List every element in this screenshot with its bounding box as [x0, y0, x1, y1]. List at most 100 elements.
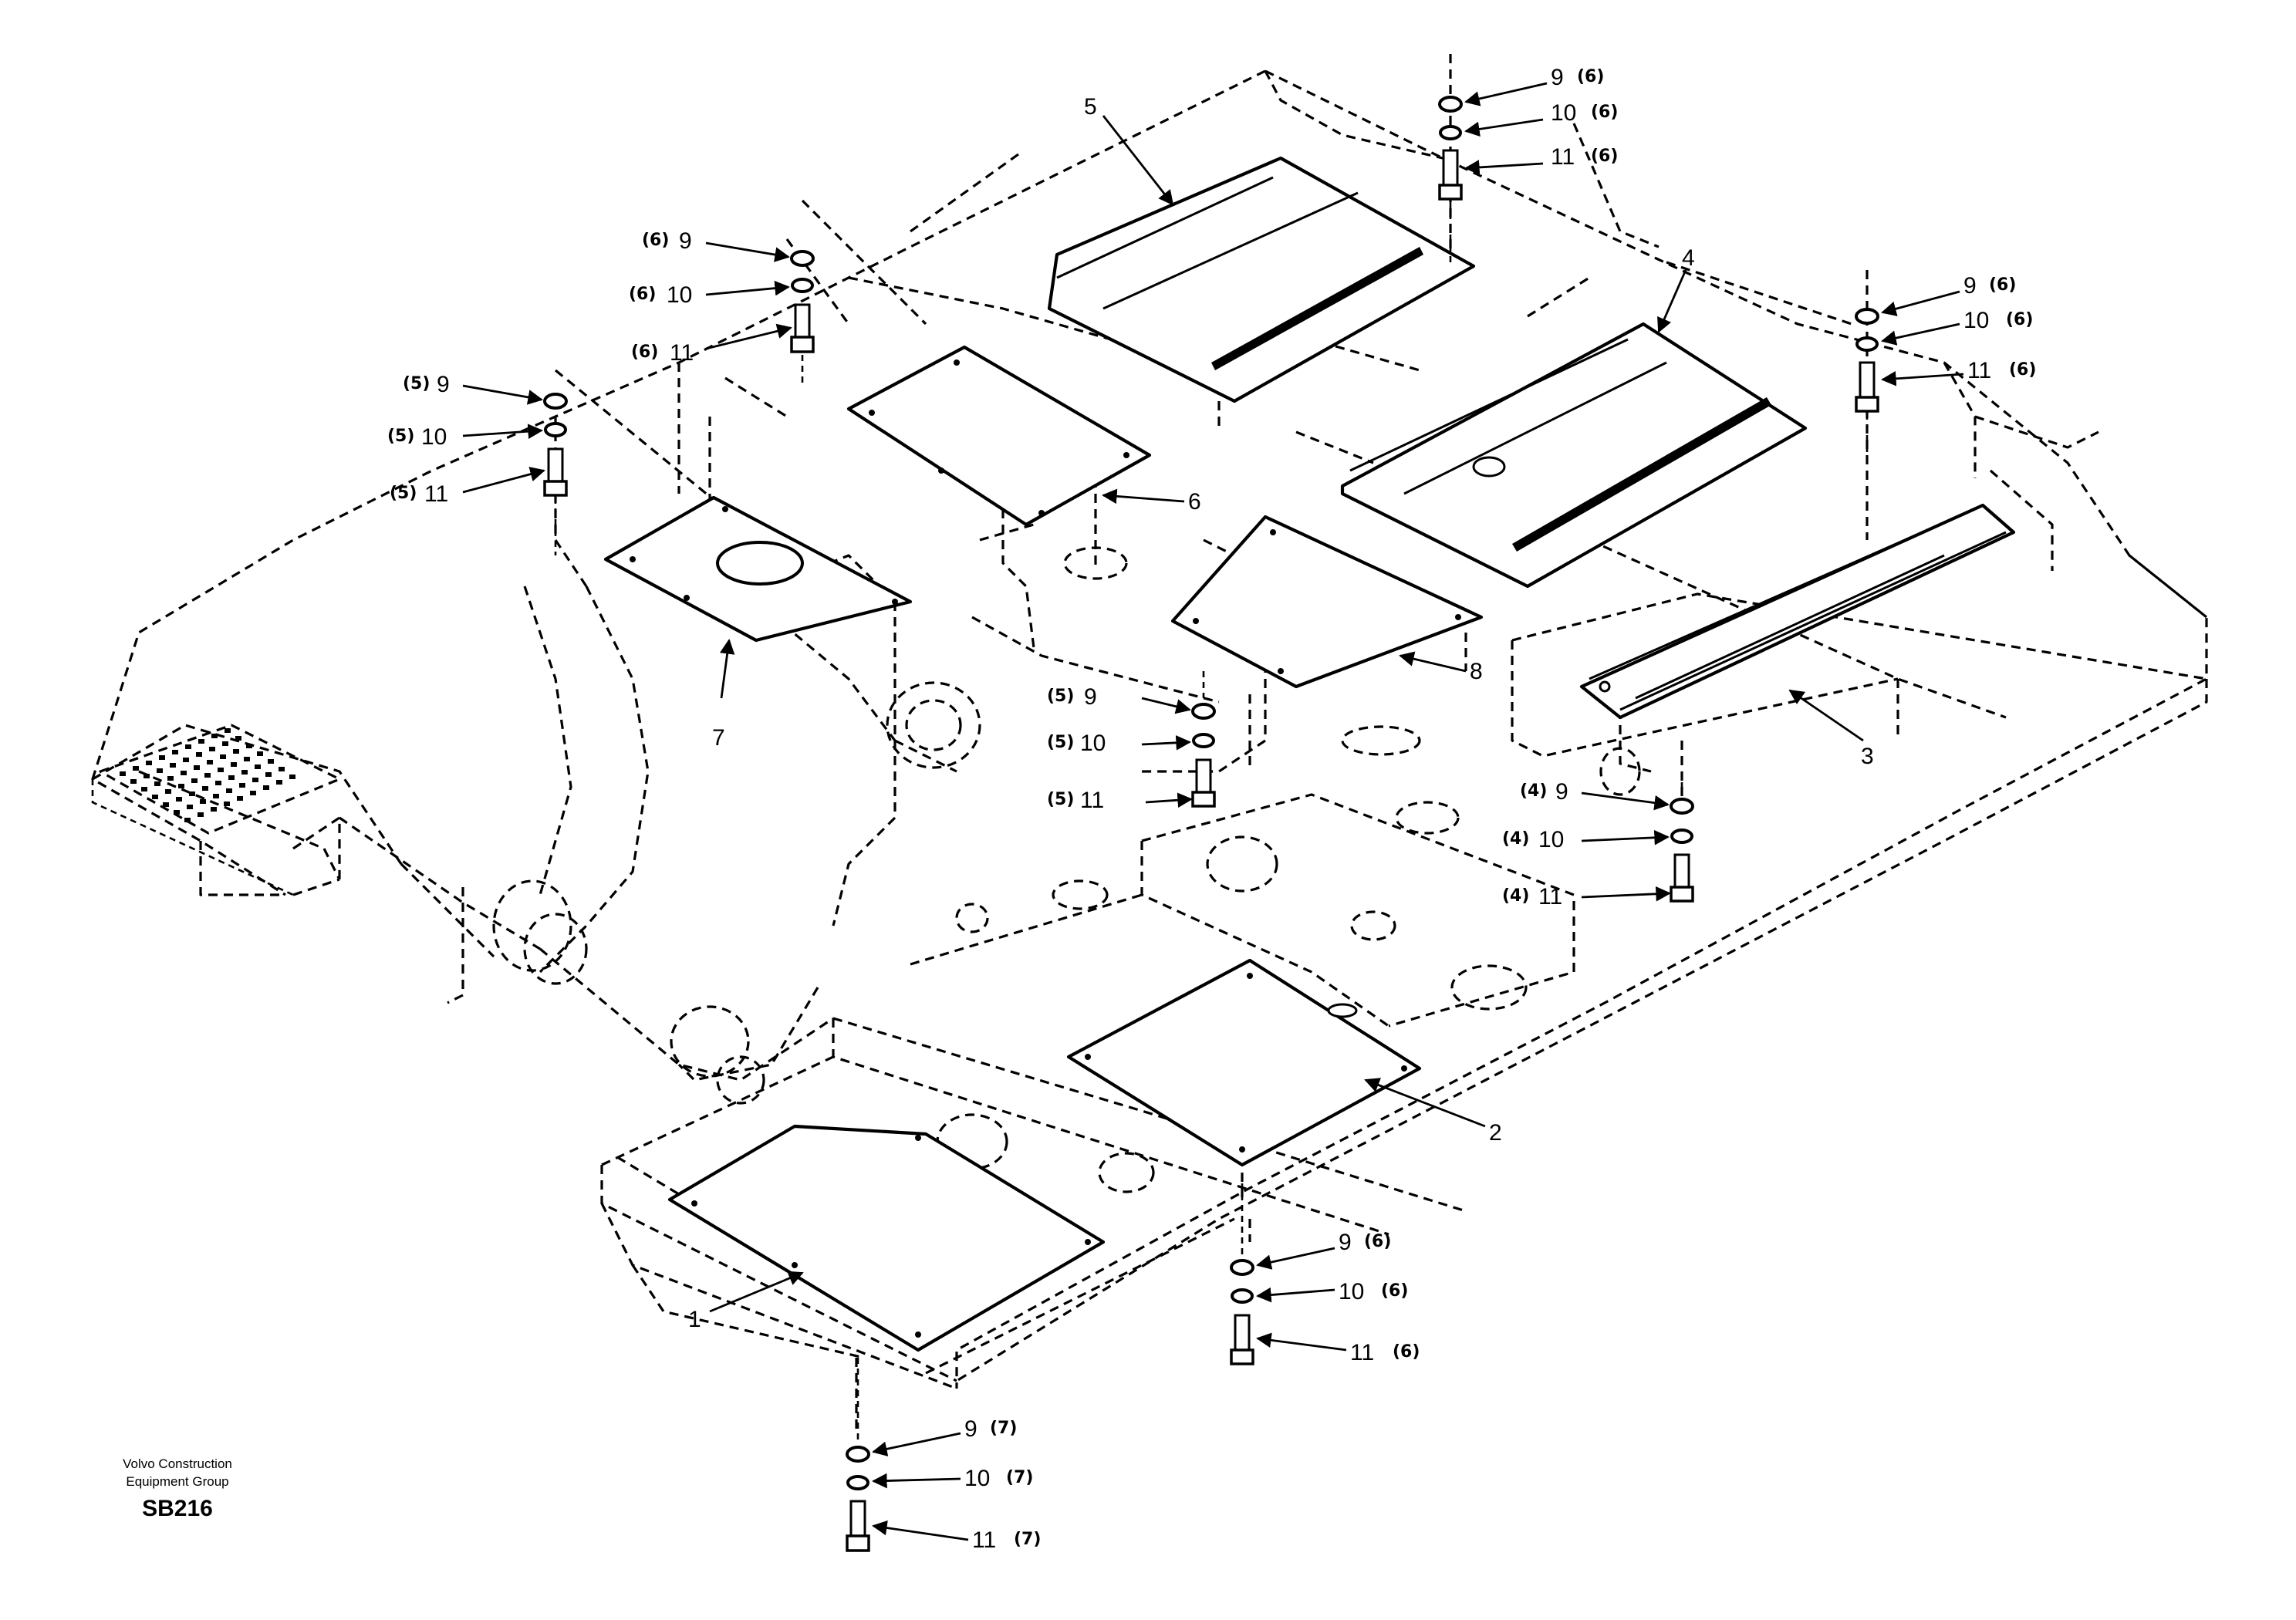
grating-dot — [198, 812, 204, 817]
fastener-part-11: 11 — [1967, 358, 1991, 383]
grating-dot — [144, 774, 150, 778]
grating-dot — [157, 768, 163, 773]
callout-5: 5 — [1084, 94, 1097, 120]
fastener-qty: (5) — [1047, 687, 1074, 706]
fastener-part-10: 10 — [667, 282, 692, 308]
fastener-qty: (6) — [1364, 1232, 1391, 1251]
fastener-part-10: 10 — [1339, 1279, 1364, 1304]
grating-dot — [191, 778, 198, 783]
fastener-qty: (5) — [390, 484, 417, 503]
grating-dot — [252, 778, 258, 782]
fastener-part-9: 9 — [1084, 684, 1097, 710]
fastener-group-right-4: (4) 9 (4) 10 (4) 11 — [1502, 779, 1694, 910]
fastener-part-10: 10 — [1538, 827, 1564, 852]
grating-dot — [211, 734, 218, 738]
fastener-part-11: 11 — [972, 1527, 996, 1553]
grating-dot — [189, 791, 195, 796]
fastener-qty: (6) — [629, 285, 656, 304]
grating-dot — [215, 781, 221, 785]
callout-6: 6 — [1188, 489, 1201, 515]
fastener-qty: (5) — [403, 374, 430, 393]
fastener-part-9: 9 — [964, 1416, 977, 1442]
grating-dot — [167, 776, 174, 781]
grating-dot — [178, 784, 184, 788]
fastener-qty: (6) — [631, 343, 658, 362]
grating-dot — [246, 744, 252, 748]
fastener-part-9: 9 — [1339, 1230, 1352, 1255]
fastener-group-center-5: (5) 9 (5) 10 (5) 11 — [1047, 684, 1216, 813]
grating-dot — [204, 773, 211, 778]
fastener-qty: (6) — [642, 231, 669, 250]
grating-dot — [154, 781, 160, 786]
grating-dot — [213, 794, 219, 798]
fastener-qty: (7) — [1006, 1468, 1033, 1487]
grating-dot — [165, 789, 171, 794]
callout-7: 7 — [712, 725, 725, 751]
fastener-group-left-5: (5) 9 (5) 10 (5) 11 — [387, 372, 568, 507]
grating-dot — [198, 739, 204, 744]
fastener-qty: (6) — [1393, 1342, 1420, 1362]
fastener-part-10: 10 — [1080, 731, 1106, 756]
fastener-qty: (6) — [1591, 147, 1618, 166]
fastener-qty: (7) — [1014, 1530, 1041, 1549]
cover-plate-2 — [1066, 958, 1422, 1167]
cover-plate-4 — [1340, 322, 1808, 589]
grating-dot — [222, 741, 228, 746]
fastener-part-11: 11 — [1350, 1340, 1374, 1365]
fastener-qty: (5) — [1047, 733, 1074, 752]
callout-2: 2 — [1489, 1120, 1502, 1146]
channel-plate-3 — [1579, 503, 2016, 720]
part-callouts: 5 6 4 7 8 3 2 1 — [688, 94, 1874, 1332]
fastener-qty: (6) — [2009, 360, 2036, 380]
grating-dot — [209, 747, 215, 751]
company-name-line2: Equipment Group — [126, 1474, 229, 1489]
fastener-part-9: 9 — [1963, 273, 1977, 299]
grating-dot — [263, 785, 269, 790]
fastener-part-11: 11 — [424, 481, 448, 507]
grating-dot — [170, 763, 176, 768]
grating-dot — [268, 759, 274, 764]
callout-1: 1 — [688, 1307, 701, 1332]
fastener-part-11: 11 — [1538, 884, 1562, 910]
grating-dot — [265, 772, 272, 777]
grating-dot — [255, 764, 261, 769]
grating-dot — [194, 765, 200, 770]
grating-dot — [257, 751, 263, 756]
grating-dot — [220, 754, 226, 759]
fastener-drop-lines — [554, 202, 1869, 1443]
fastener-qty: (6) — [2006, 310, 2033, 329]
fastener-group-mid-left-6: (6) 9 (6) 10 (6) 11 — [629, 228, 815, 366]
grating-dot — [289, 775, 295, 779]
fastener-part-11: 11 — [1551, 144, 1575, 170]
fastener-qty: (6) — [1989, 275, 2016, 295]
company-name-line1: Volvo Construction — [123, 1456, 232, 1471]
grating-dot — [176, 797, 182, 802]
fastener-qty: (4) — [1520, 781, 1547, 801]
grating-dot — [225, 728, 231, 733]
cover-plate-6 — [846, 345, 1152, 527]
grating-dot — [218, 768, 224, 772]
fastener-part-11: 11 — [670, 340, 694, 366]
grating-dot — [120, 771, 126, 776]
cover-plate-5 — [1047, 156, 1476, 403]
grating-dot — [207, 760, 213, 764]
grating-dot — [187, 805, 193, 809]
access-step-grid — [99, 724, 341, 835]
grating-dot — [244, 757, 250, 761]
frame-openings — [492, 546, 1641, 1193]
grating-dot — [226, 788, 232, 793]
grating-dot — [133, 766, 139, 771]
fastener-part-10: 10 — [1963, 308, 1989, 333]
fastener-qty: (6) — [1381, 1281, 1408, 1301]
grating-dot — [181, 771, 187, 775]
grating-dot — [211, 807, 217, 812]
callout-3: 3 — [1861, 744, 1874, 769]
drawing-code: SB216 — [142, 1496, 213, 1521]
grating-dot — [279, 767, 285, 771]
fastener-group-top-right-b: 9 (6) 10 (6) 11 (6) — [1855, 273, 2036, 413]
grating-dot — [196, 752, 202, 757]
fastener-part-9: 9 — [437, 372, 450, 397]
grating-dot — [152, 795, 158, 799]
fastener-part-9: 9 — [679, 228, 692, 254]
